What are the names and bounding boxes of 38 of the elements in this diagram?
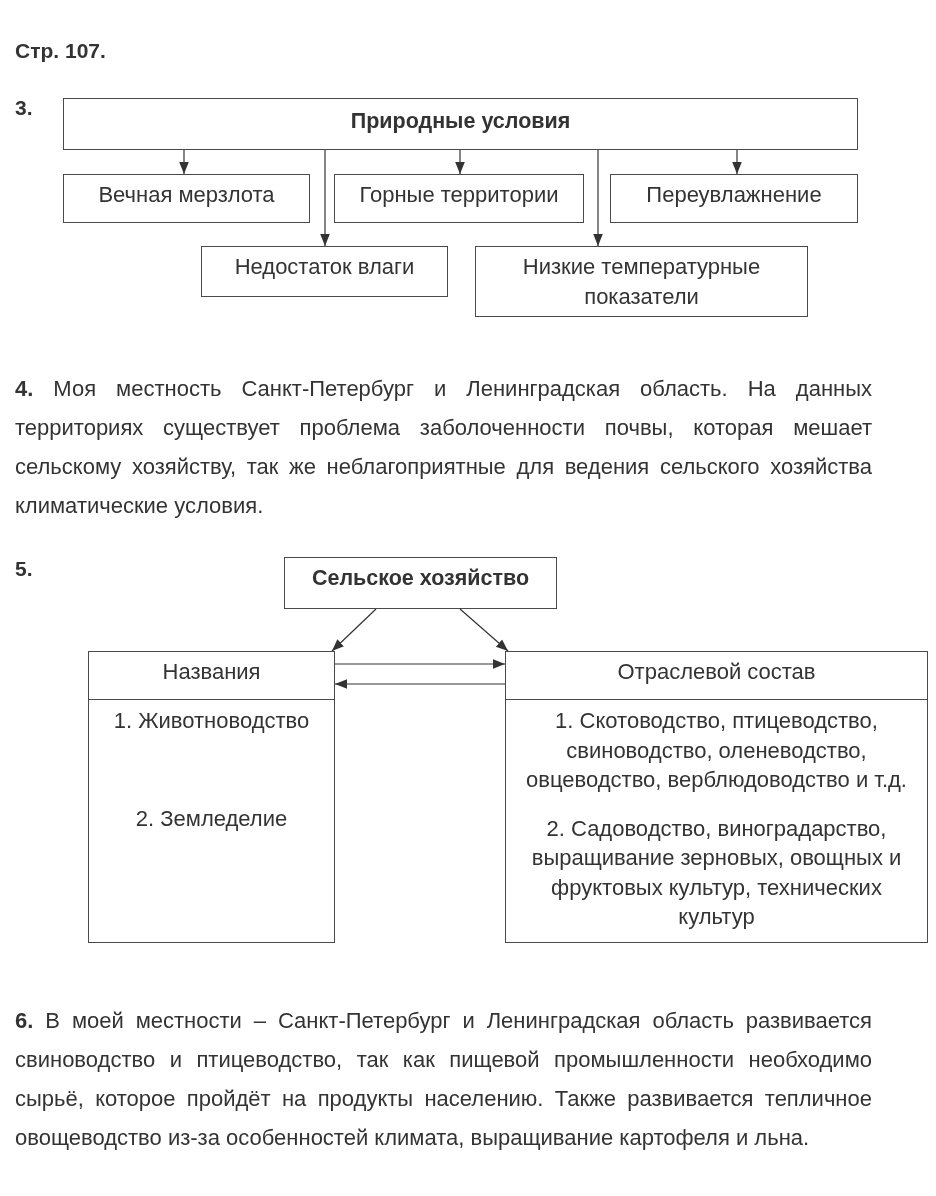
list-box — [88, 699, 335, 943]
heading-text: Природные условия — [350, 108, 571, 136]
item-text: Переувлажнение — [646, 181, 822, 210]
arrow — [331, 608, 377, 652]
list-item: 1. Скотоводство, птицеводство, свиноводство, оленеводство, овцеводство, верблюдоводство и т.д. — [525, 707, 908, 794]
item-text: Вечная мерзлота — [98, 181, 275, 210]
answer-paragraph: 4. Моя местность Санкт-Петербург и Ленинградская область. На данных территориях существует проблема заболоченности почвы, которая мешает сельскому хозяйству, так же неблагоприятные для ведения сельского хозяйства климатические условия. — [15, 375, 872, 520]
task-number: 3. — [15, 95, 34, 121]
item-box — [63, 174, 310, 223]
heading-text: Сельское хозяйство — [311, 565, 530, 593]
column-header-box — [88, 651, 335, 700]
arrow — [320, 149, 330, 247]
arrow — [455, 149, 465, 175]
item-text: Горные территории — [359, 181, 559, 210]
arrow — [459, 608, 509, 652]
task-number: 5. — [15, 556, 34, 582]
list-box — [505, 699, 928, 943]
column-header-box — [505, 651, 928, 700]
answer-paragraph: 6. В моей местности – Санкт-Петербург и Ленинградская область развивается свиноводство и птицеводство, так как пищевой промышленности необходимо сырьё, которое пройдёт на продукты населению. Также развивается тепличное овощеводство из-за особенностей климата, выращивание картофеля и льна. — [15, 1007, 872, 1152]
page-number: Стр. 107. — [15, 38, 107, 64]
header-text: Названия — [162, 657, 261, 686]
item-box — [201, 246, 448, 297]
item-box — [610, 174, 858, 223]
arrow — [593, 149, 603, 247]
heading-box — [284, 557, 557, 609]
list-item: 2. Садоводство, виноградарство, выращивание зерновых, овощных и фруктовых культур, технических культур — [530, 814, 903, 931]
header-text: Отраслевой состав — [617, 657, 816, 686]
item-box — [334, 174, 584, 223]
arrow — [732, 149, 742, 175]
item-text: Недостаток влаги — [234, 253, 415, 282]
heading-box — [63, 98, 858, 150]
arrow — [334, 659, 506, 669]
list-item: 2. Земледелие — [135, 804, 288, 833]
item-box — [475, 246, 808, 317]
list-item: 1. Животноводство — [113, 707, 310, 735]
item-text: Низкие температурные показатели — [521, 253, 762, 311]
arrow — [334, 679, 506, 689]
arrow — [179, 149, 189, 175]
